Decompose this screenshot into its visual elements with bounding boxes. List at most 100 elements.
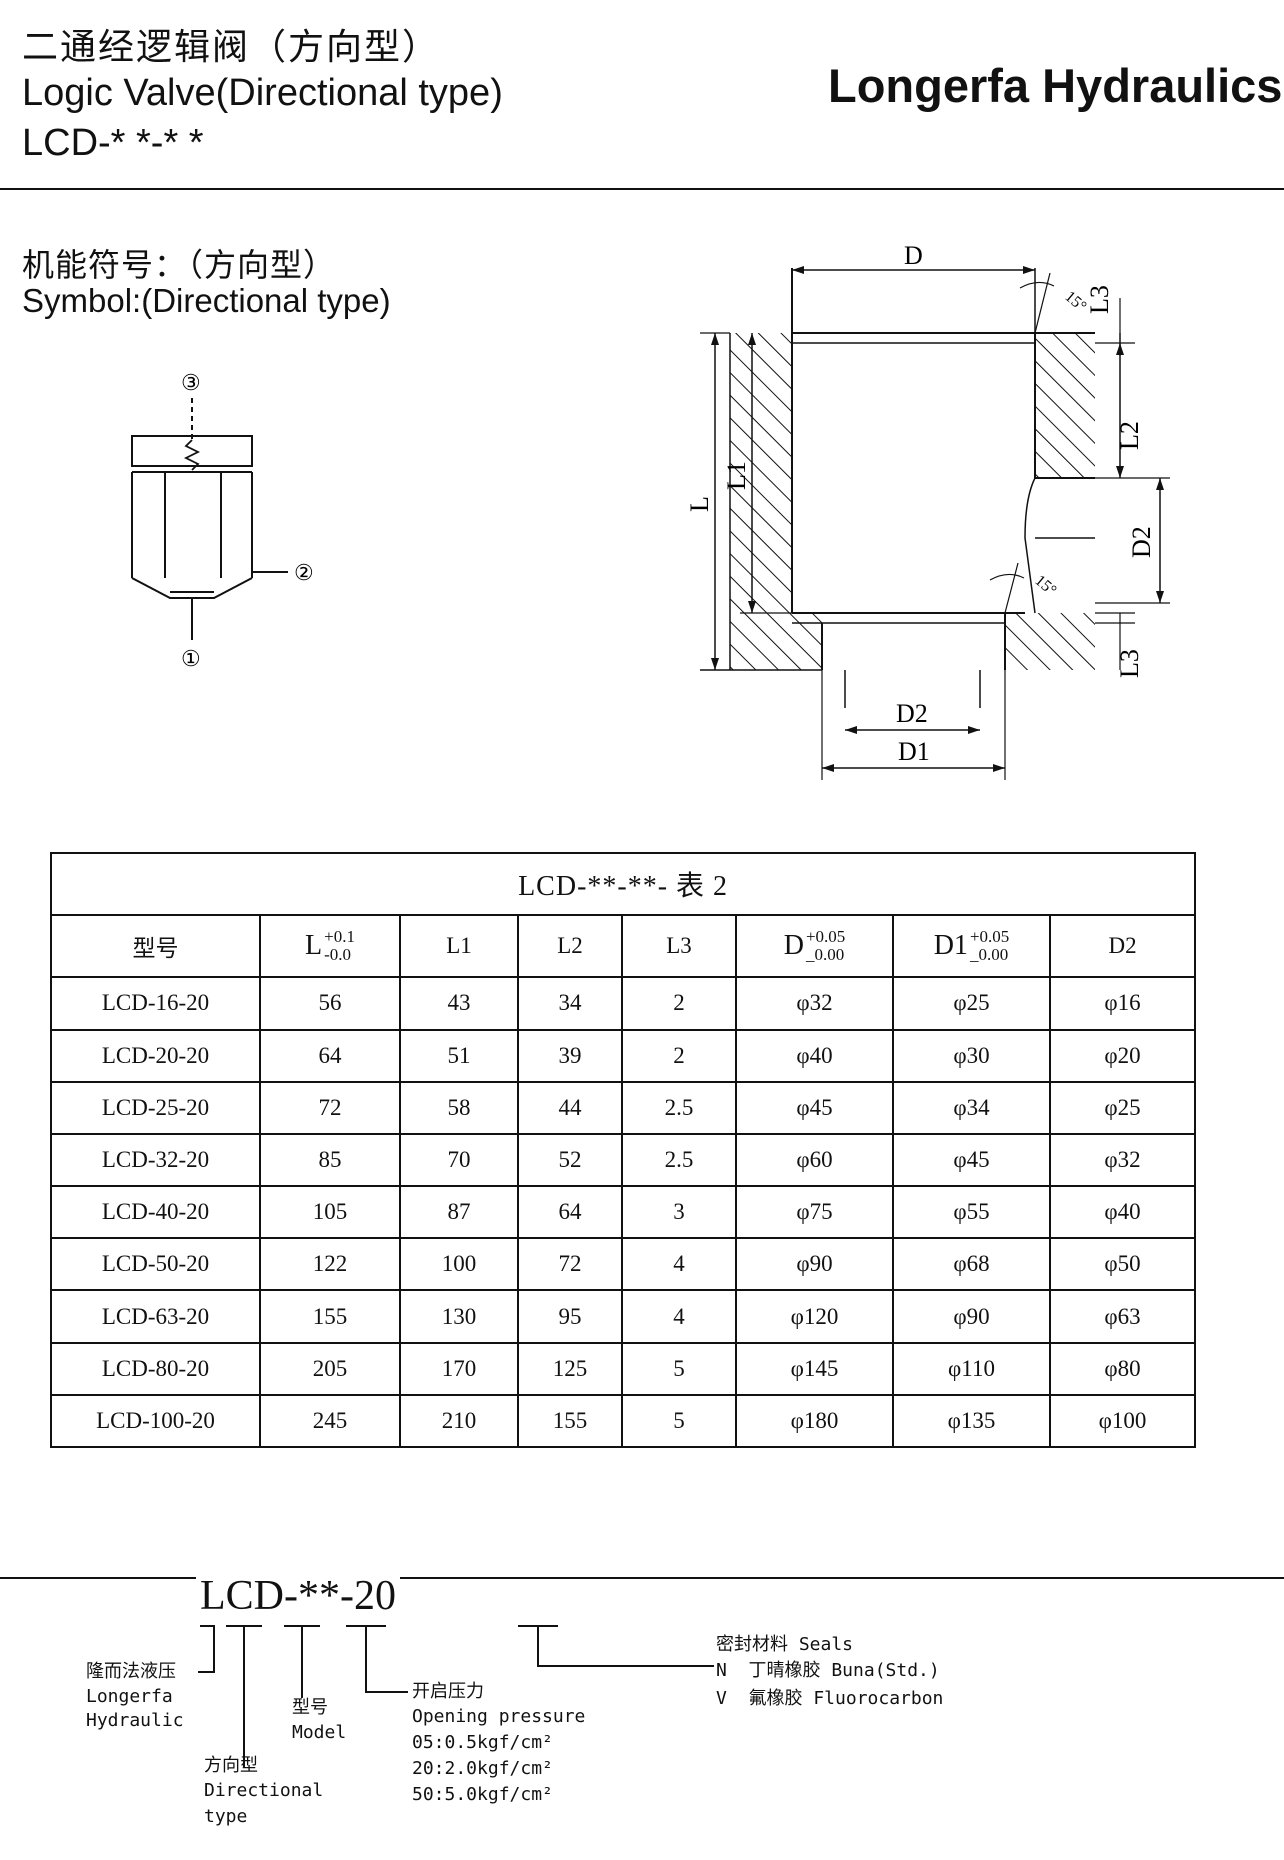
cell-d: φ32 [735, 976, 894, 1031]
cell-d1: φ30 [892, 1028, 1051, 1083]
cell-l1: 130 [399, 1289, 519, 1344]
spec-table: LCD-**-**- 表 2 型号 L+0.1-0.0 L1 L2 L3 D+0… [49, 851, 1197, 1449]
cell-l2: 39 [517, 1028, 623, 1083]
dim-L-label: L [685, 496, 714, 512]
header-L-text: L [305, 930, 323, 962]
seal-option-v: V 氟橡胶 Fluorocarbon [716, 1688, 944, 1709]
cell-d: φ75 [735, 1185, 894, 1240]
brand-en-label-2: Hydraulic [86, 1710, 184, 1731]
header-L3: L3 [621, 914, 737, 979]
cell-d2: φ80 [1048, 1341, 1197, 1396]
pressure-cn-label: 开启压力 [412, 1681, 484, 1701]
table-caption: LCD-**-**- 表 2 [49, 851, 1197, 917]
header-model: 型号 [50, 914, 261, 979]
cell-model: LCD-20-20 [50, 1028, 261, 1083]
cell-l2: 34 [517, 976, 623, 1031]
cell-d: φ60 [735, 1132, 894, 1188]
cell-d2: φ25 [1048, 1080, 1197, 1135]
dim-D1-label: D1 [898, 737, 930, 766]
brand-en-label-1: Longerfa [86, 1686, 173, 1707]
port-1-label: ① [181, 646, 201, 671]
cell-d1: φ55 [892, 1185, 1051, 1240]
type-cn-label: 方向型 [204, 1755, 258, 1775]
type-en-label-2: type [204, 1806, 248, 1827]
cell-l3: 4 [621, 1237, 737, 1292]
cell-l1: 51 [399, 1028, 519, 1083]
model-cn-label: 型号 [292, 1697, 328, 1717]
cell-model: LCD-50-20 [50, 1237, 261, 1292]
header-L-tolerance: +0.1-0.0 [324, 927, 355, 965]
cell-l: 64 [259, 1028, 401, 1083]
pressure-option-50: 50:5.0kgf/cm² [412, 1784, 553, 1805]
header-D-tolerance: +0.05_0.00 [805, 927, 846, 965]
cell-l3: 3 [621, 1185, 737, 1240]
cell-l3: 2.5 [621, 1132, 737, 1188]
dim-L3-bottom-label: L3 [1115, 649, 1144, 678]
header-D: D+0.05_0.00 [735, 914, 894, 979]
header-L2: L2 [517, 914, 623, 979]
cell-l3: 2.5 [621, 1080, 737, 1135]
cell-l1: 58 [399, 1080, 519, 1135]
header-D1-tolerance: +0.05_0.00 [969, 927, 1010, 965]
hatch-right-lower [1005, 613, 1095, 670]
cell-l2: 44 [517, 1080, 623, 1135]
cell-l2: 125 [517, 1341, 623, 1396]
cell-l: 205 [259, 1341, 401, 1396]
dim-L3-top-label: L3 [1085, 285, 1114, 314]
cell-d: φ120 [735, 1289, 894, 1344]
cell-d1: φ34 [892, 1080, 1051, 1135]
cell-l: 155 [259, 1289, 401, 1344]
cell-l3: 2 [621, 976, 737, 1031]
cell-d: φ90 [735, 1237, 894, 1292]
port-3-label: ③ [181, 370, 201, 395]
cell-l: 245 [259, 1393, 401, 1449]
ordering-divider [0, 1577, 1284, 1579]
cell-l: 72 [259, 1080, 401, 1135]
cell-l1: 210 [399, 1393, 519, 1449]
header-L: L+0.1-0.0 [259, 914, 401, 979]
cell-model: LCD-80-20 [50, 1341, 261, 1396]
header-D1-text: D1 [933, 930, 968, 962]
cell-d1: φ135 [892, 1393, 1051, 1449]
cell-l3: 5 [621, 1393, 737, 1449]
cell-d: φ180 [735, 1393, 894, 1449]
angle-bottom-label: 15° [1031, 572, 1059, 599]
port-2-label: ② [294, 560, 314, 585]
pressure-option-20: 20:2.0kgf/cm² [412, 1758, 553, 1779]
model-pattern: LCD-* *-* * [22, 122, 204, 164]
table-header-row: 型号 L+0.1-0.0 L1 L2 L3 D+0.05_0.00 D1+0.0… [50, 914, 1197, 979]
cell-l: 122 [259, 1237, 401, 1292]
cell-model: LCD-16-20 [50, 976, 261, 1031]
cell-d2: φ63 [1048, 1289, 1197, 1344]
cell-model: LCD-100-20 [50, 1393, 261, 1449]
cell-l3: 2 [621, 1028, 737, 1083]
cell-l1: 43 [399, 976, 519, 1031]
dim-D2-bottom-label: D2 [896, 699, 928, 728]
hatch-left [730, 333, 822, 670]
cell-model: LCD-25-20 [50, 1080, 261, 1135]
symbol-title-english: Symbol:(Directional type) [22, 282, 391, 319]
cell-l2: 95 [517, 1289, 623, 1344]
cell-l1: 100 [399, 1237, 519, 1292]
cell-d: φ40 [735, 1028, 894, 1083]
header-D-text: D [783, 930, 804, 962]
cell-d2: φ100 [1048, 1393, 1197, 1449]
cell-l1: 70 [399, 1132, 519, 1188]
dim-D-label: D [904, 241, 923, 270]
pressure-en-label: Opening pressure [412, 1706, 586, 1727]
brand-name: Longerfa Hydraulics [828, 59, 1283, 112]
header-divider [0, 188, 1284, 190]
dim-D2-side-label: D2 [1127, 526, 1156, 558]
dim-L2-label: L2 [1115, 421, 1144, 450]
cell-d: φ45 [735, 1080, 894, 1135]
cell-l2: 52 [517, 1132, 623, 1188]
dim-L1-label: L1 [722, 461, 751, 490]
symbol-title-chinese: 机能符号：（方向型） [22, 247, 337, 283]
cell-model: LCD-32-20 [50, 1132, 261, 1188]
cell-l3: 4 [621, 1289, 737, 1344]
title-english: Logic Valve(Directional type) [22, 72, 503, 114]
title-chinese: 二通经逻辑阀（方向型） [22, 26, 441, 67]
